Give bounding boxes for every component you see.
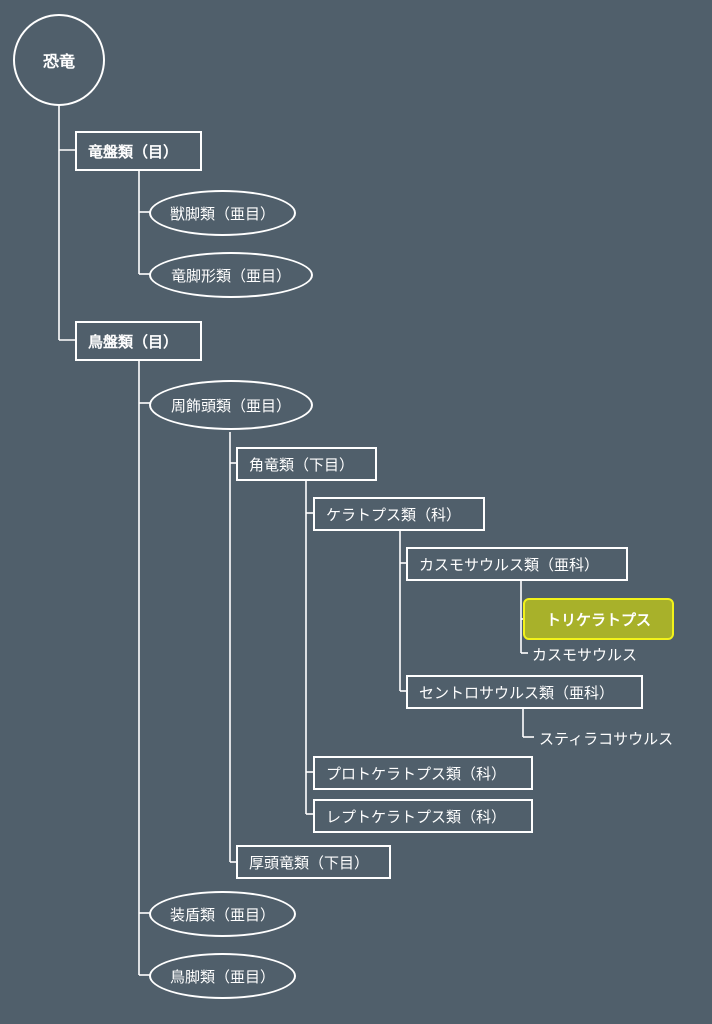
node-thyreophora[interactable]: 装盾類（亜目）: [149, 891, 296, 937]
node-theropoda[interactable]: 獣脚類（亜目）: [149, 190, 296, 236]
node-chasmosaurus[interactable]: カスモサウルス: [532, 645, 638, 664]
node-ceratopsia[interactable]: 角竜類（下目）: [236, 447, 377, 481]
node-marginocephalia[interactable]: 周飾頭類（亜目）: [149, 380, 313, 430]
node-pachycephalosauria[interactable]: 厚頭竜類（下目）: [236, 845, 391, 879]
node-styracosaurus[interactable]: スティラコサウルス: [539, 729, 674, 748]
root-node-dinosaur[interactable]: 恐竜: [13, 14, 105, 106]
node-protoceratopsidae[interactable]: プロトケラトプス類（科）: [313, 756, 533, 790]
node-centrosaurinae[interactable]: セントロサウルス類（亜科）: [406, 675, 643, 709]
node-order-saurischia[interactable]: 竜盤類（目）: [75, 131, 202, 171]
node-leptoceratopsidae[interactable]: レプトケラトプス類（科）: [313, 799, 533, 833]
node-order-ornithischia[interactable]: 鳥盤類（目）: [75, 321, 202, 361]
node-triceratops-selected[interactable]: トリケラトプス: [523, 598, 674, 640]
node-chasmosaurinae[interactable]: カスモサウルス類（亜科）: [406, 547, 628, 581]
node-ceratopsidae[interactable]: ケラトプス類（科）: [313, 497, 485, 531]
node-ornithopoda[interactable]: 鳥脚類（亜目）: [149, 953, 296, 999]
node-sauropodomorpha[interactable]: 竜脚形類（亜目）: [149, 252, 313, 298]
